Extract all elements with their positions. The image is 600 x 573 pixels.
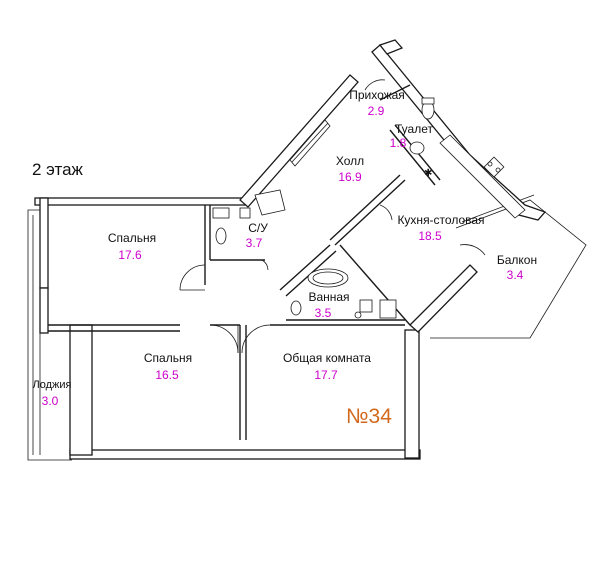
room-area-toilet: 1.8 (389, 136, 407, 150)
room-area-hallway: 2.9 (367, 104, 385, 118)
room-name-living-room: Общая комната (283, 351, 371, 365)
svg-text:✱: ✱ (424, 168, 432, 179)
room-name-toilet: Туалет (395, 122, 433, 136)
room-name-hallway: Прихожая (349, 88, 405, 102)
room-name-bathroom: Ванная (308, 290, 350, 304)
room-name-kitchen-dining: Кухня-столовая (397, 213, 485, 227)
room-area-kitchen-dining: 18.5 (418, 229, 442, 243)
interior-walls (48, 84, 441, 440)
room-name-bedroom-2: Спальня (143, 351, 193, 365)
room-area-bathroom: 3.5 (314, 306, 332, 320)
room-name-hall: Холл (335, 154, 365, 168)
apartment-number: №34 (346, 405, 392, 428)
room-name-bedroom-1: Спальня (107, 231, 157, 245)
room-area-balcony: 3.4 (506, 268, 524, 282)
room-area-loggia: 3.0 (41, 394, 59, 408)
outer-walls (34, 39, 547, 460)
room-area-bathroom-wc: 3.7 (245, 236, 263, 250)
room-name-balcony: Балкон (496, 253, 538, 267)
room-area-hall: 16.9 (338, 170, 362, 184)
room-name-bathroom-wc: С/У (248, 221, 268, 235)
room-area-bedroom-2: 16.5 (155, 368, 179, 382)
room-area-bedroom-1: 17.6 (118, 248, 142, 262)
balcony-outline (430, 194, 587, 339)
room-name-loggia: Лоджия (32, 379, 72, 391)
loggia-outline (27, 209, 72, 461)
fixtures: ✱ (212, 97, 526, 319)
doors (179, 79, 486, 354)
floor-title: 2 этаж (32, 160, 83, 179)
room-area-living-room: 17.7 (314, 368, 338, 382)
